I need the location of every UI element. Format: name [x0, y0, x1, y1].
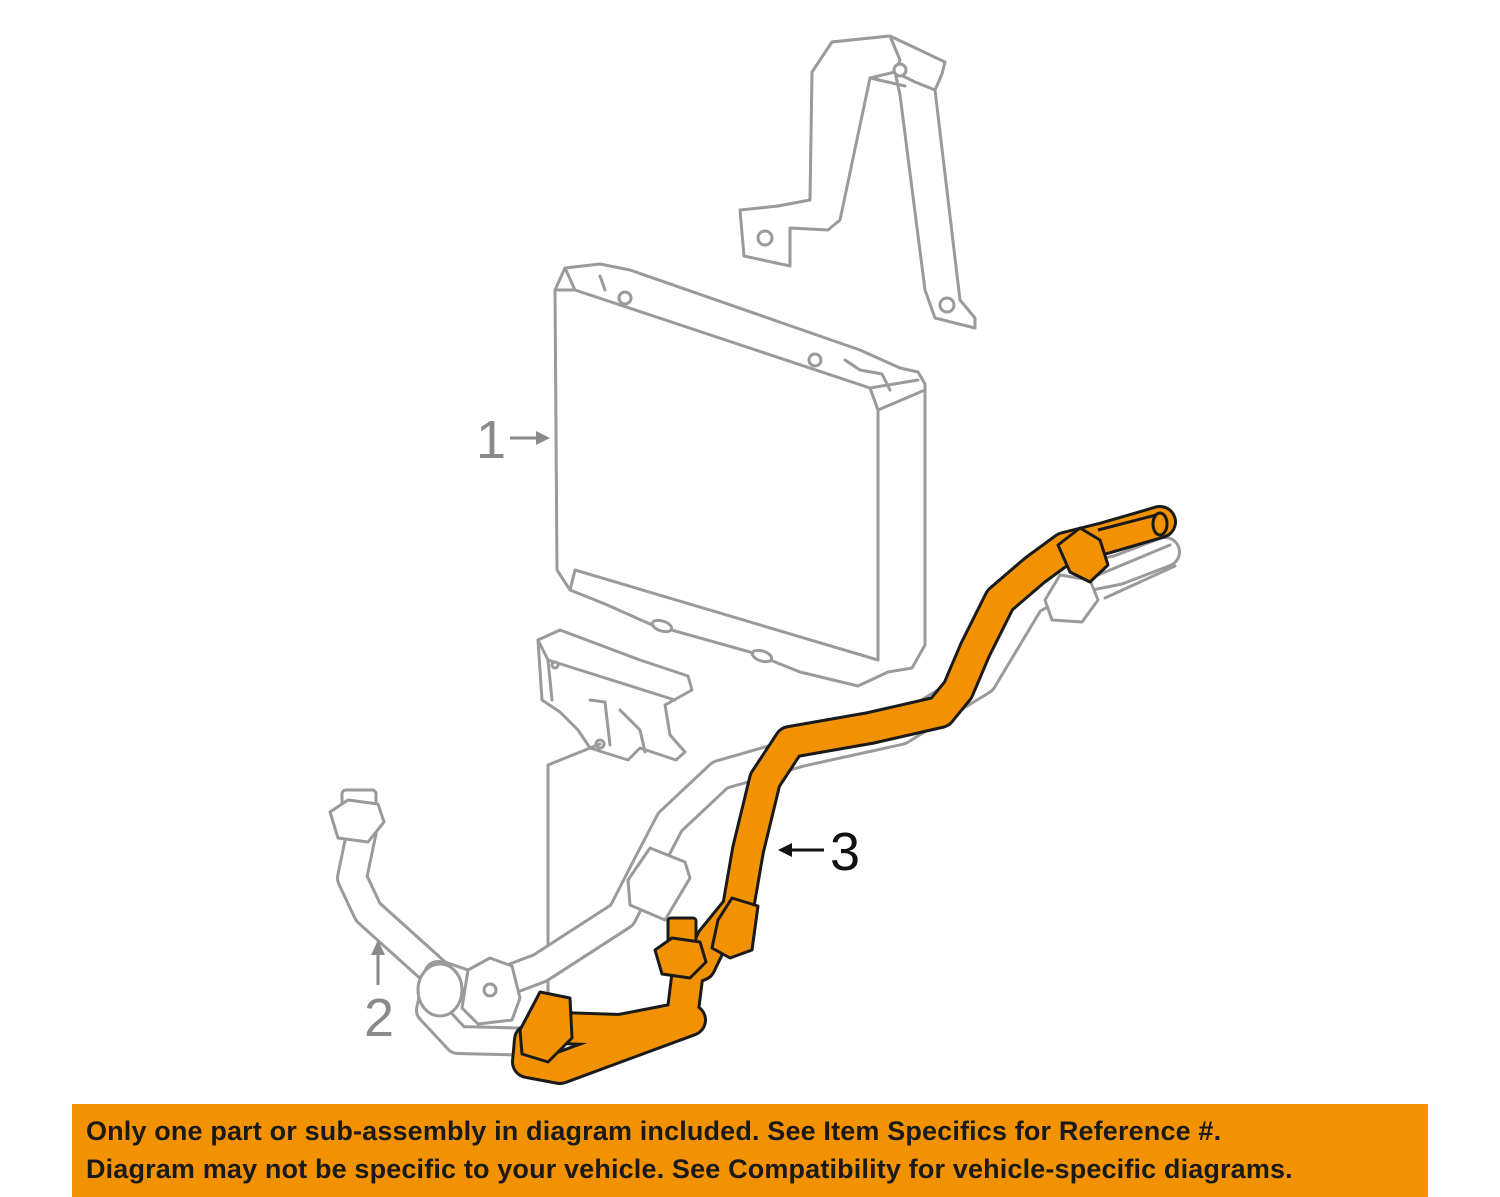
oil-cooler	[553, 262, 927, 688]
cooler-line-2	[328, 536, 1181, 1057]
disclaimer-banner: Only one part or sub-assembly in diagram…	[72, 1104, 1428, 1197]
callout-2-arrow	[371, 940, 385, 955]
cooler-line-3	[511, 505, 1177, 1085]
disclaimer-line-2: Diagram may not be specific to your vehi…	[86, 1154, 1293, 1184]
callout-3-number: 3	[830, 822, 860, 882]
upper-bracket	[738, 34, 977, 330]
callout-3-arrow	[778, 843, 792, 857]
disclaimer-line-1: Only one part or sub-assembly in diagram…	[86, 1116, 1222, 1146]
callout-1-arrow	[536, 431, 550, 445]
callout-2: 2	[364, 940, 394, 1048]
callout-1-number: 1	[476, 410, 506, 470]
callout-1: 1	[476, 410, 550, 470]
callout-2-number: 2	[364, 988, 394, 1048]
callout-3: 3	[778, 822, 860, 882]
